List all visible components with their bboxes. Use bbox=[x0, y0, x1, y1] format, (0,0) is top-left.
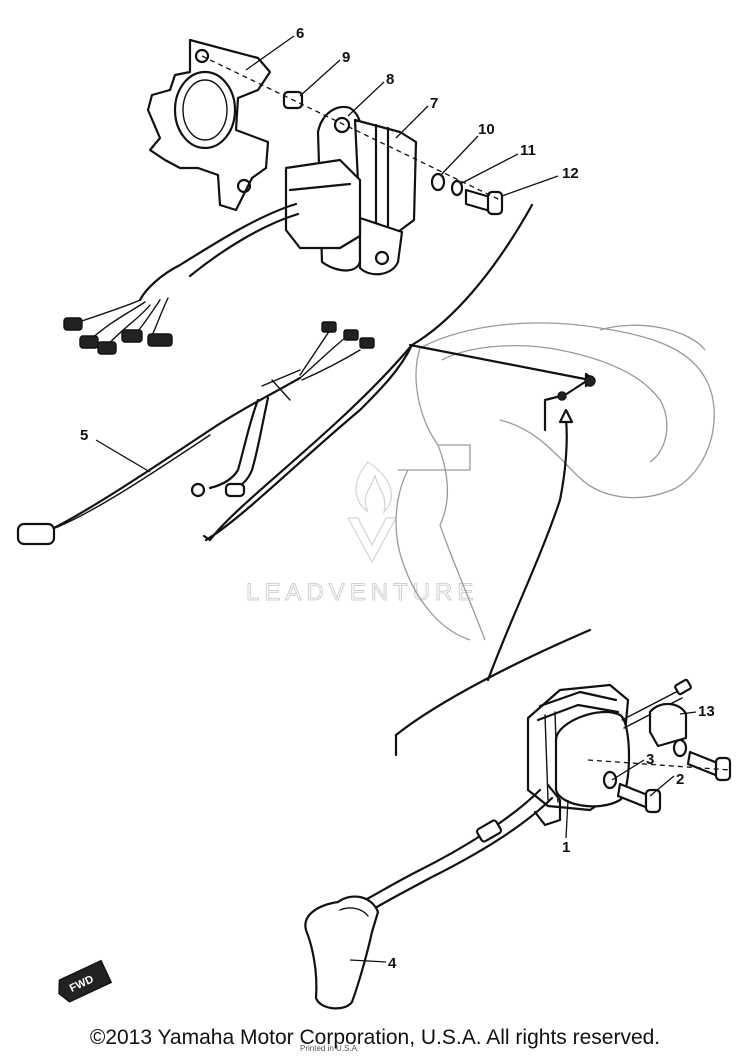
harness-connector bbox=[16, 522, 56, 546]
callout-7: 7 bbox=[430, 95, 438, 112]
callout-3: 3 bbox=[646, 751, 654, 768]
callout-9: 9 bbox=[342, 49, 350, 66]
cover bbox=[648, 702, 688, 748]
washer-lower-a bbox=[672, 738, 688, 758]
callout-5: 5 bbox=[80, 427, 88, 444]
leader-lines bbox=[95, 35, 697, 963]
copyright-notice: ©2013 Yamaha Motor Corporation, U.S.A. A… bbox=[89, 1026, 661, 1049]
callout-1: 1 bbox=[562, 839, 570, 856]
washer-lower-b bbox=[602, 770, 618, 790]
callout-12: 12 bbox=[562, 165, 579, 182]
callout-8: 8 bbox=[386, 71, 394, 88]
lower-coil-assembly bbox=[304, 628, 732, 1010]
spark-plug-cap bbox=[304, 895, 380, 1010]
watermark: LEADVENTURE bbox=[246, 461, 478, 607]
callout-2: 2 bbox=[676, 771, 684, 788]
callout-4: 4 bbox=[388, 955, 397, 972]
lock-washer bbox=[450, 179, 464, 197]
callout-13: 13 bbox=[698, 703, 715, 720]
print-code: Printed in U.S.A. bbox=[300, 1044, 360, 1053]
callout-6: 6 bbox=[296, 25, 304, 42]
callout-10: 10 bbox=[478, 121, 495, 138]
wire-harness bbox=[16, 321, 414, 546]
ignition-coil-body bbox=[353, 118, 418, 234]
mounting-bracket bbox=[146, 38, 272, 212]
washer bbox=[430, 172, 446, 192]
coil-housing bbox=[284, 158, 362, 250]
callout-11: 11 bbox=[520, 142, 536, 159]
location-lines bbox=[202, 203, 596, 757]
watermark-flame-icon bbox=[355, 461, 393, 515]
upper-coil-assembly bbox=[63, 38, 504, 355]
frame-outline bbox=[395, 322, 715, 641]
forward-direction-badge: FWD bbox=[58, 959, 113, 1003]
watermark-v-icon bbox=[346, 517, 398, 564]
watermark-text: LEADVENTURE bbox=[246, 579, 478, 606]
callout-numbers: 6 9 8 7 10 11 12 5 13 3 2 1 4 bbox=[80, 25, 715, 972]
